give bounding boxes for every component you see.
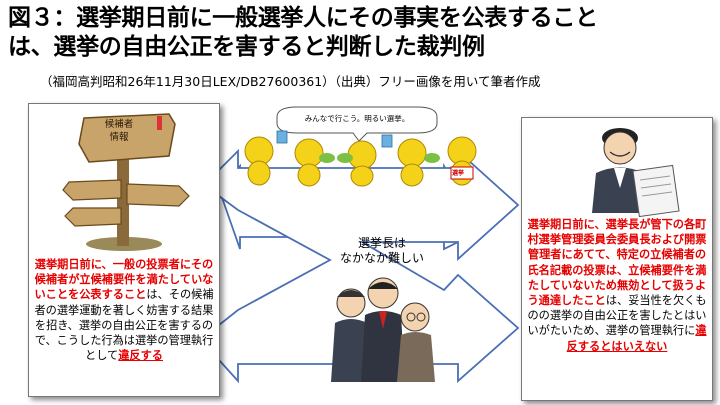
right-black-text: は、妥当性を欠くものの選挙の自由公正を害したとはいいがたいため、選挙の管理執行に <box>527 294 707 338</box>
source-citation: （福岡高判昭和26年11月30日LEX/DB27600361）（出典）フリー画像… <box>40 74 541 89</box>
sign-line-2: 情報 <box>109 132 129 143</box>
signpost-illustration <box>62 113 190 251</box>
official-with-papers-illustration <box>592 128 680 218</box>
right-ruling: 違反するとはいえない <box>566 324 707 353</box>
left-case-box: 選挙期日前に、一般の投票者にその候補者が立候補要件を満たしていないことを公表する… <box>28 103 220 397</box>
left-ruling: 違反する <box>118 349 163 363</box>
left-case-text: 選挙期日前に、一般の投票者にその候補者が立候補要件を満たしていないことを公表する… <box>33 257 215 363</box>
sign-line-1: 候補者 <box>104 119 134 130</box>
left-red-text: 選挙期日前に、一般の投票者にその候補者が立候補要件を満たしていないことを公表する… <box>34 258 214 302</box>
page-title: 図３：選挙期日前に一般選挙人にその事実を公表すること は、選挙の自由公正を害する… <box>8 4 713 62</box>
left-black-text: は、その候補者の選挙運動を著しく妨害する結果を招き、選挙の自由公正を害するので、… <box>34 288 214 363</box>
speech-bubble-text: みんなで行こう。明るい選挙。 <box>304 114 410 123</box>
sign-label: 候補者 情報 <box>97 118 141 144</box>
right-case-text: 選挙期日前に、選挙長が管下の各町村選挙管理委員会委員長および開票管理者にあてて、… <box>525 217 709 354</box>
mascot-badge: 選挙 <box>452 170 465 177</box>
election-mascots-illustration <box>244 106 477 187</box>
right-red-text: 選挙期日前に、選挙長が管下の各町村選挙管理委員会委員長および開票管理者にあてて、… <box>527 218 707 308</box>
right-case-box: 選挙期日前に、選挙長が管下の各町村選挙管理委員会委員長および開票管理者にあてて、… <box>521 117 713 401</box>
worried-officials-illustration <box>331 277 435 382</box>
title-line-1: 図３：選挙期日前に一般選挙人にその事実を公表すること <box>8 5 598 31</box>
center-label: 選挙長は なかなか難しい <box>332 236 432 266</box>
title-line-2: は、選挙の自由公正を害すると判断した裁判例 <box>8 34 485 60</box>
center-label-line-2: なかなか難しい <box>339 251 424 265</box>
center-label-line-1: 選挙長は <box>357 236 406 250</box>
